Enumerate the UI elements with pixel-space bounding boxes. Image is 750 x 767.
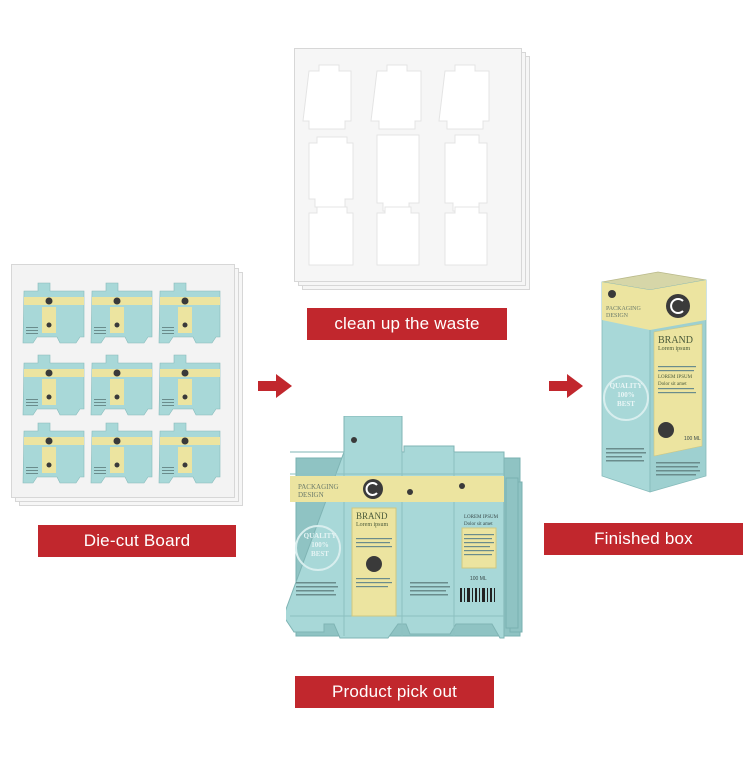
arrow-right-icon <box>258 374 292 398</box>
die-cut-board-stack <box>11 264 243 506</box>
step-label-clean-up: clean up the waste <box>307 308 507 340</box>
flat-box-lorem-sub: Dolor sit amet <box>464 522 493 527</box>
finished-box-seal-line1: QUALITY <box>609 382 643 390</box>
finished-box-seal-line3: BEST <box>617 400 635 408</box>
finished-box-volume: 100 ML <box>684 436 701 442</box>
board-box-dieline <box>22 282 85 344</box>
board-layout-svg <box>22 282 221 484</box>
waste-sheet-cutouts <box>302 64 490 266</box>
step-label-pick-out: Product pick out <box>295 676 494 708</box>
flat-box-brand: BRAND <box>356 511 388 521</box>
finished-box-svg <box>601 271 707 493</box>
flat-box-group: PACKAGING DESIGN BRAND Lorem ipsum QUALI… <box>286 416 526 652</box>
flat-box-seal-line2: 100% <box>311 541 329 549</box>
flat-box-seal-line3: BEST <box>311 550 329 558</box>
board-box-dieline <box>90 354 153 416</box>
finished-box-brand-sub: Lorem ipsum <box>658 346 691 352</box>
flat-box-title-line1: PACKAGING <box>298 483 339 491</box>
finished-box-lorem-title: LOREM IPSUM <box>658 375 693 380</box>
board-box-dieline <box>158 282 221 344</box>
finished-box-seal-line2: 100% <box>617 391 635 399</box>
board-box-dieline <box>90 422 153 484</box>
waste-sheet-stack <box>294 48 530 290</box>
board-box-dieline <box>158 354 221 416</box>
flat-box-dieline <box>286 416 523 639</box>
die-cut-board <box>11 264 235 498</box>
board-box-dieline <box>90 282 153 344</box>
flat-box-lorem-title: LOREM IPSUM <box>464 515 499 520</box>
board-box-dieline <box>22 422 85 484</box>
board-box-dieline <box>22 354 85 416</box>
board-box-dieline <box>158 422 221 484</box>
waste-sheet <box>294 48 522 282</box>
finished-box-title-line2: DESIGN <box>606 313 628 319</box>
finished-box-brand: BRAND <box>658 335 694 346</box>
flat-box-volume: 100 ML <box>470 576 487 582</box>
barcode-icon <box>460 588 495 602</box>
step-label-die-cut: Die-cut Board <box>38 525 236 557</box>
finished-box-lorem-sub: Dolor sit amet <box>658 382 687 387</box>
flat-box-title-line2: DESIGN <box>298 491 324 499</box>
finished-box-title-line1: PACKAGING <box>606 306 641 312</box>
step-label-finished: Finished box <box>544 523 743 555</box>
arrow-right-icon <box>549 374 583 398</box>
flat-box-seal-line1: QUALITY <box>303 532 337 540</box>
flat-box-brand-sub: Lorem ipsum <box>356 522 389 528</box>
finished-box: PACKAGING DESIGN BRAND Lorem ipsum LOREM… <box>598 270 710 496</box>
